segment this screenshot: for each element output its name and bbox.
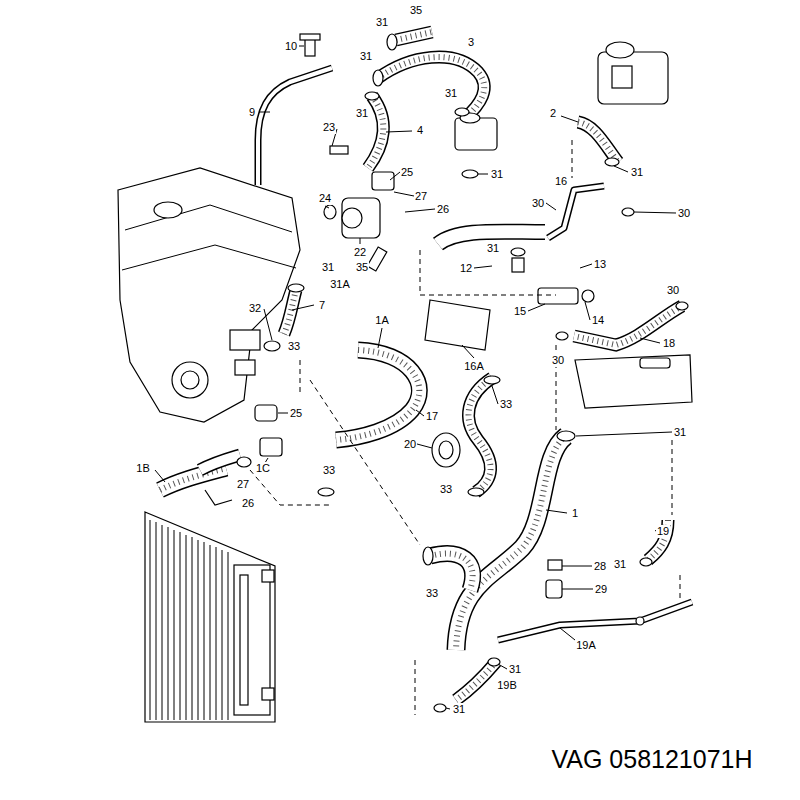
callout-number: 1 — [571, 507, 579, 520]
engine-block — [118, 168, 300, 422]
part-number: VAG 058121071H — [550, 745, 753, 774]
callout-number: 31 — [613, 558, 627, 571]
callout-number: 9 — [248, 106, 256, 119]
callout-number: 23 — [322, 121, 336, 134]
callout-number: 13 — [593, 258, 607, 271]
callout-number: 31 — [375, 16, 389, 29]
callout-number: 33 — [322, 464, 336, 477]
callout-number: 31A — [329, 278, 351, 291]
callout-number: 19B — [496, 679, 518, 692]
callout-number: 25 — [400, 166, 414, 179]
callout-number: 25 — [289, 407, 303, 420]
callout-number: 30 — [531, 197, 545, 210]
callout-number: 18 — [662, 337, 676, 350]
callout-number: 15 — [513, 305, 527, 318]
callout-number: 22 — [353, 246, 367, 259]
callout-number: 1B — [135, 462, 150, 475]
leader-lines — [155, 46, 676, 709]
callout-number: 16A — [463, 360, 485, 373]
callout-number: 16 — [554, 175, 568, 188]
callout-number: 4 — [416, 124, 424, 137]
callout-number: 26 — [241, 497, 255, 510]
callout-number: 30 — [666, 284, 680, 297]
callout-number: 32 — [248, 302, 262, 315]
hose-clamps — [264, 34, 688, 712]
callout-number: 19A — [575, 639, 597, 652]
callout-number: 31 — [486, 242, 500, 255]
callout-number: 31 — [452, 703, 466, 716]
callout-number: 12 — [459, 262, 473, 275]
callout-number: 31 — [355, 107, 369, 120]
callout-number: 27 — [236, 478, 250, 491]
callout-number: 31 — [444, 87, 458, 100]
callout-number: 3 — [467, 36, 475, 49]
callout-number: 10 — [284, 40, 298, 53]
callout-number: 1C — [255, 462, 271, 475]
callout-number: 33 — [439, 483, 453, 496]
callout-number: 1A — [374, 314, 389, 327]
callout-number: 28 — [593, 560, 607, 573]
callout-number: 2 — [549, 107, 557, 120]
callout-number: 31 — [359, 50, 373, 63]
callout-number: 29 — [594, 583, 608, 596]
callout-number: 35 — [355, 261, 369, 274]
assembly-lines — [250, 140, 680, 715]
callout-number: 17 — [425, 410, 439, 423]
callout-number: 31 — [490, 168, 504, 181]
callout-number: 20 — [403, 438, 417, 451]
callout-number: 26 — [436, 203, 450, 216]
callout-number: 35 — [409, 4, 423, 17]
callout-number: 31 — [630, 166, 644, 179]
callout-number: 33 — [425, 587, 439, 600]
callout-number: 33 — [287, 340, 301, 353]
callout-number: 33 — [499, 398, 513, 411]
callout-number: 30 — [677, 207, 691, 220]
callout-number: 27 — [414, 190, 428, 203]
callout-number: 14 — [591, 314, 605, 327]
parts — [205, 34, 692, 625]
callout-number: 7 — [318, 299, 326, 312]
callout-number: 31 — [508, 663, 522, 676]
callout-number: 30 — [551, 354, 565, 367]
callout-number: 31 — [673, 426, 687, 439]
callout-number: 19 — [656, 525, 670, 538]
callout-number: 31 — [321, 261, 335, 274]
radiator — [145, 512, 275, 722]
callout-number: 24 — [318, 192, 332, 205]
